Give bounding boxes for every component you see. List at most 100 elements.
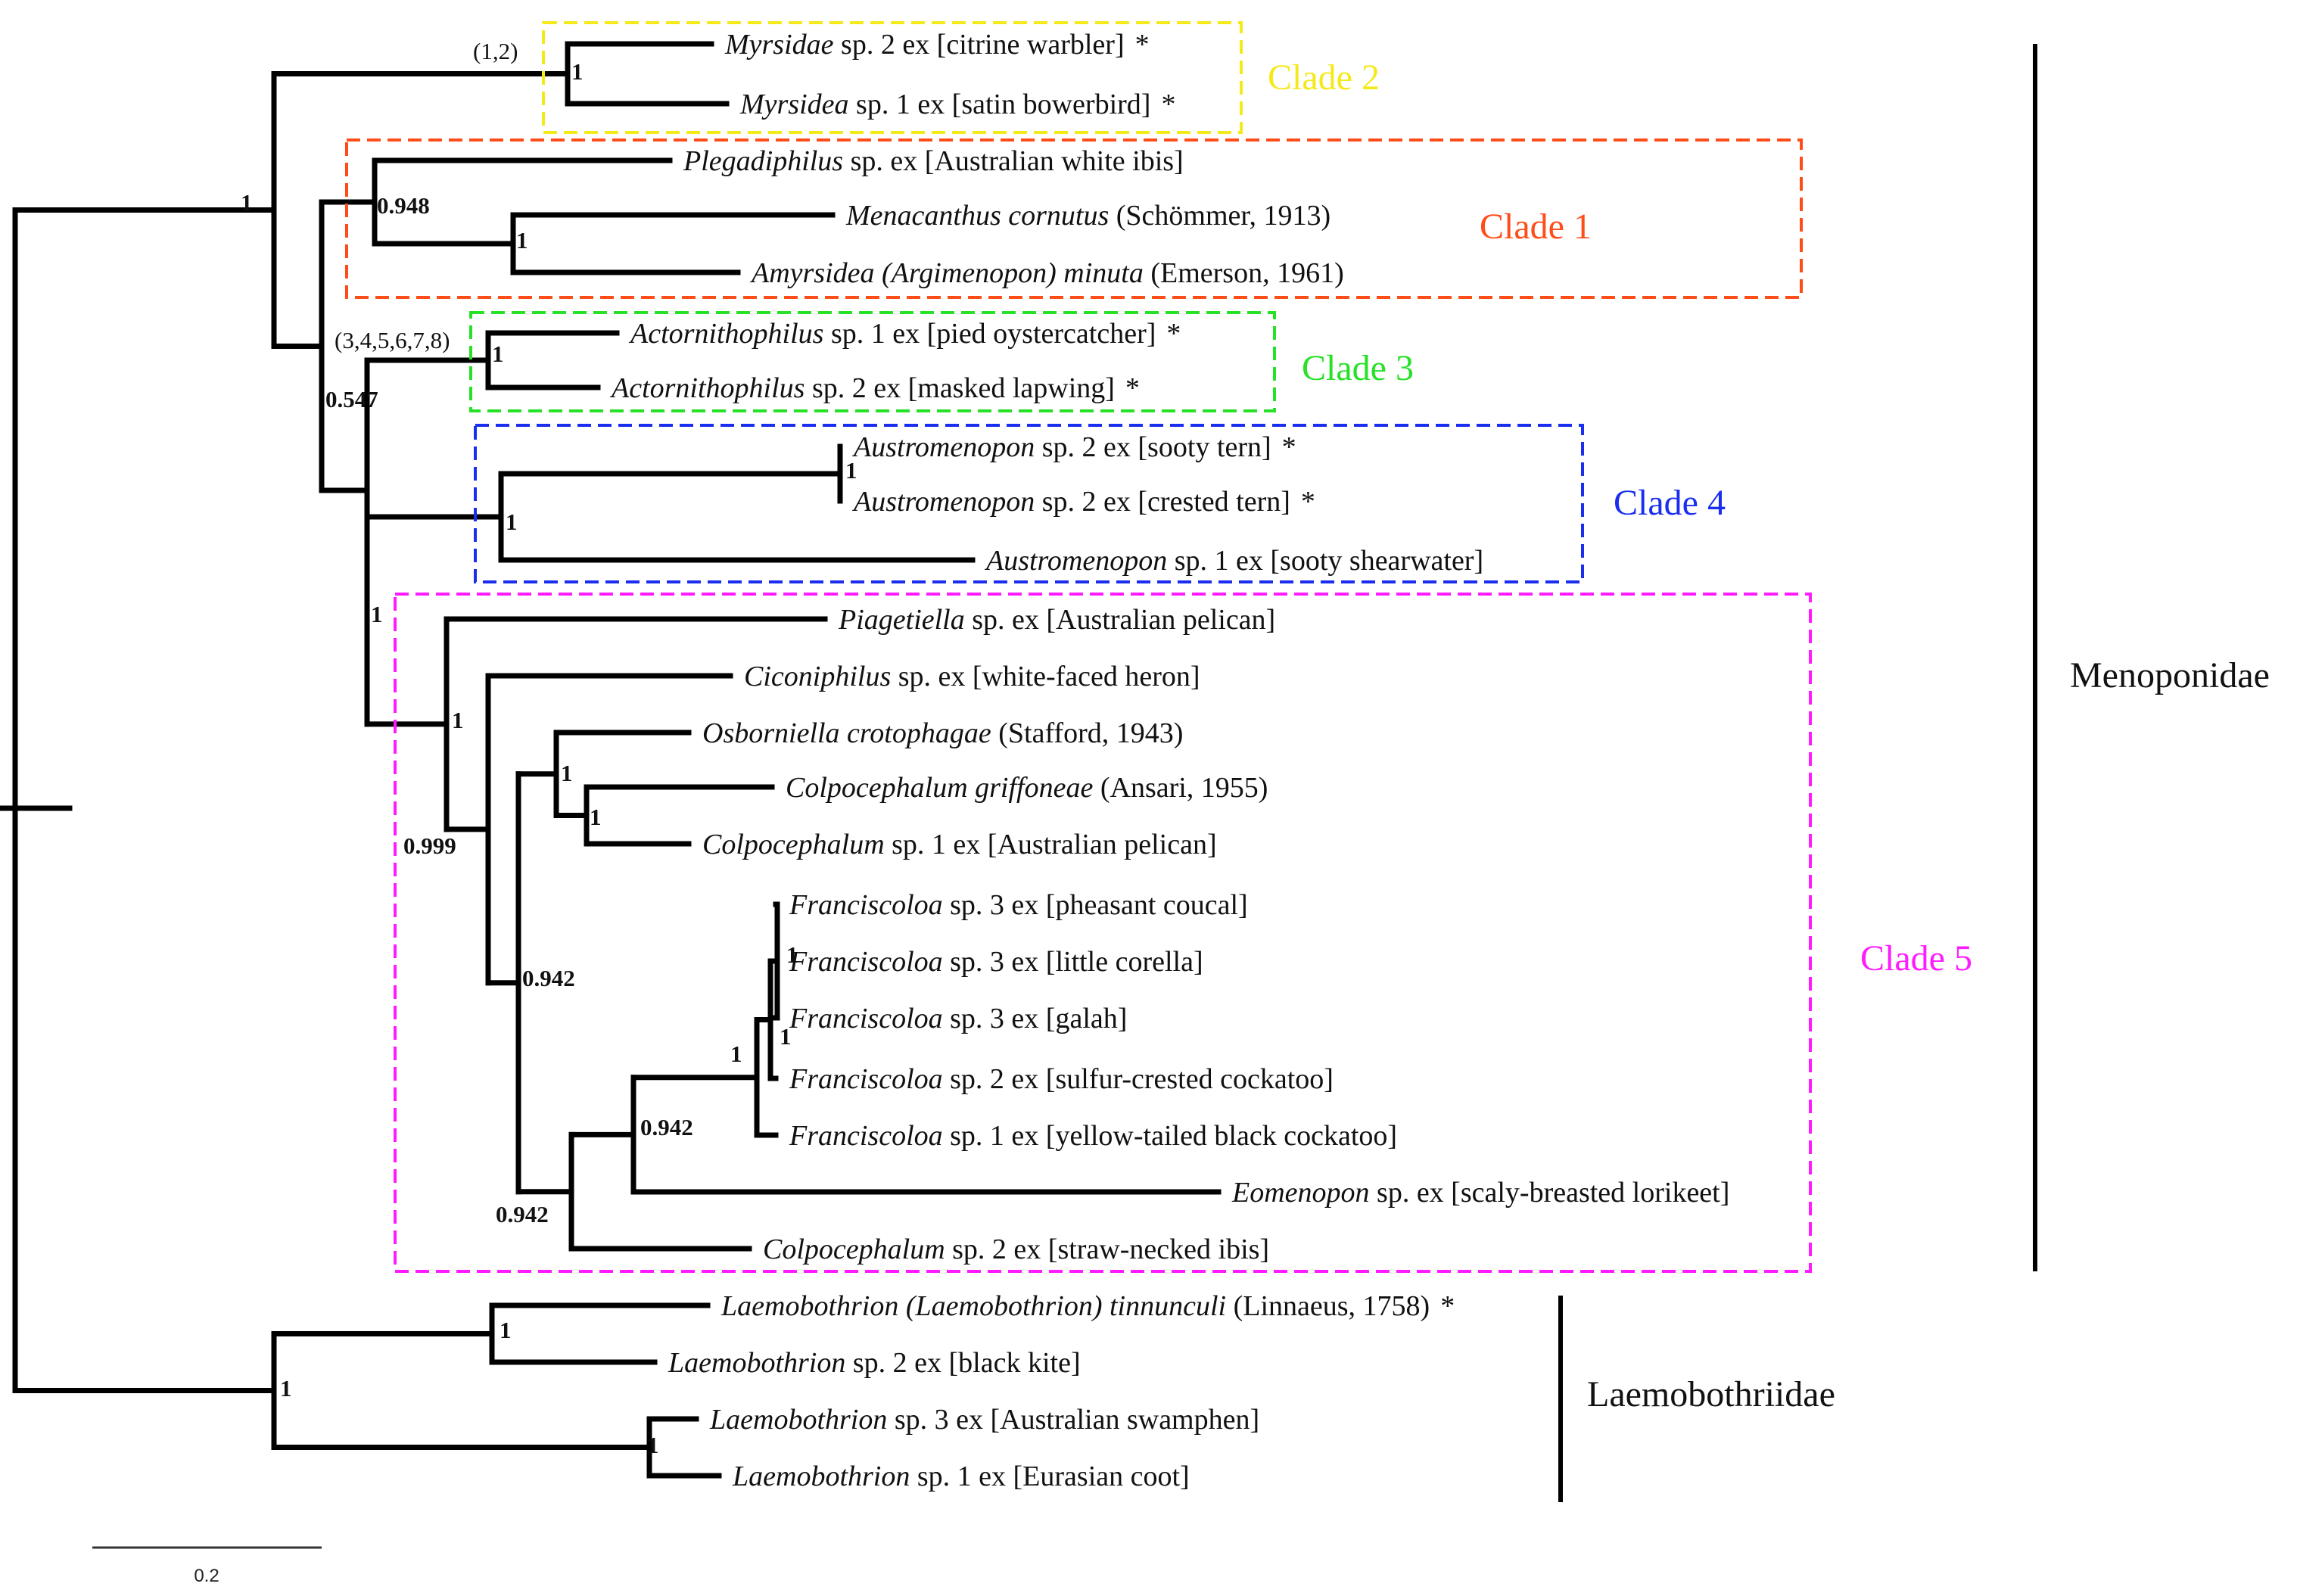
tip-label: Laemobothrion sp. 2 ex [black kite] [668, 1347, 1081, 1379]
scale-bar-label: 0.2 [194, 1566, 219, 1586]
tip-taxon-name: Piagetiella [838, 604, 965, 636]
tip-host-info: sp. 1 ex [pied oystercatcher] [823, 318, 1156, 350]
laemobothriidae-label: Laemobothriidae [1587, 1374, 1835, 1414]
tip-host-info: (Stafford, 1943) [991, 717, 1184, 749]
support-value: 1 [241, 189, 253, 216]
tip-taxon-name: Austromenopon [851, 431, 1035, 463]
tip-label: Laemobothrion (Laemobothrion) tinnunculi… [721, 1290, 1455, 1322]
support-value: 1 [730, 1041, 742, 1067]
asterisk-marker: * [1301, 486, 1315, 518]
tip-host-info: sp. ex [white-faced heron] [891, 661, 1200, 692]
clade1-box [345, 138, 1803, 299]
tip-label: Actornithophilus sp. 2 ex [masked lapwin… [609, 372, 1140, 404]
tip-host-info: sp. ex [Australian pelican] [965, 604, 1275, 636]
clade3-box [469, 311, 1276, 412]
tip-label: Myrsidae sp. 2 ex [citrine warbler] * [724, 29, 1150, 61]
tip-label: Myrsidea sp. 1 ex [satin bowerbird]* [739, 89, 1175, 120]
tip-taxon-name: Actornithophilus [628, 318, 823, 350]
support-value: 1 [500, 1317, 512, 1343]
asterisk-marker: * [1166, 318, 1181, 350]
tip-host-info: sp. 1 ex [satin bowerbird] [849, 89, 1151, 120]
support-value: 1 [571, 58, 584, 85]
asterisk-marker: * [1135, 29, 1150, 61]
asterisk-marker: * [1125, 372, 1140, 404]
clade2-position-note: (1,2) [473, 38, 518, 64]
clade1-label: Clade 1 [1480, 207, 1592, 247]
tip-taxon-name: Colpocephalum griffoneae [786, 772, 1093, 804]
support-value: 1 [492, 341, 504, 367]
asterisk-marker: * [1161, 89, 1175, 120]
tip-label: Colpocephalum griffoneae (Ansari, 1955) [786, 772, 1268, 804]
tip-taxon-name: Austromenopon [984, 545, 1167, 577]
tip-taxon-name: Amyrsidea (Argimenopon) minuta [749, 257, 1144, 289]
clade4-label: Clade 4 [1614, 483, 1726, 523]
support-value: 0.942 [640, 1114, 693, 1140]
tip-label: Franciscoloa sp. 3 ex [galah] [789, 1003, 1127, 1034]
tip-taxon-name: Franciscoloa [789, 1063, 943, 1095]
support-value: 0.948 [377, 192, 430, 219]
tip-host-info: sp. 2 ex [straw-necked ibis] [945, 1234, 1269, 1265]
support-value: 1 [786, 941, 798, 968]
tip-taxon-name: Colpocephalum [702, 829, 885, 860]
tip-host-info: sp. ex [scaly-breasted lorikeet] [1370, 1177, 1730, 1209]
tip-label: Franciscoloa sp. 2 ex [sulfur-crested co… [789, 1063, 1334, 1095]
tip-taxon-name: Myrsidae [724, 29, 834, 61]
tip-taxon-name: Plegadiphilus [683, 145, 843, 177]
clade5-label: Clade 5 [1860, 938, 1972, 978]
tip-label: Colpocephalum sp. 2 ex [straw-necked ibi… [763, 1234, 1269, 1265]
support-value: 1 [452, 707, 464, 733]
tip-host-info: (Emerson, 1961) [1144, 257, 1344, 289]
tip-label: Franciscoloa sp. 3 ex [little corella] [789, 946, 1203, 978]
support-value: 1 [561, 760, 573, 786]
tip-taxon-name: Menacanthus cornutus [845, 200, 1109, 232]
tip-label: Laemobothrion sp. 3 ex [Australian swamp… [709, 1404, 1259, 1436]
tip-label: Colpocephalum sp. 1 ex [Australian pelic… [702, 829, 1217, 860]
support-value: 1 [590, 804, 602, 830]
clade2-box [542, 21, 1243, 134]
tip-label: Menacanthus cornutus (Schömmer, 1913) [845, 200, 1331, 232]
clade2-label: Clade 2 [1268, 58, 1380, 98]
tip-taxon-name: Franciscoloa [789, 1120, 943, 1152]
support-value: 1 [371, 601, 383, 627]
tip-taxon-name: Eomenopon [1231, 1177, 1370, 1209]
support-value: 0.942 [496, 1201, 549, 1227]
tip-label: Osborniella crotophagae (Stafford, 1943) [702, 717, 1183, 749]
tip-taxon-name: Laemobothrion (Laemobothrion) tinnunculi [721, 1290, 1226, 1322]
tip-host-info: sp. 2 ex [crested tern] [1035, 486, 1290, 518]
tip-host-info: sp. ex [Australian white ibis] [843, 145, 1184, 177]
tip-host-info: sp. 3 ex [galah] [943, 1003, 1128, 1034]
tip-host-info: sp. 2 ex [citrine warbler] [834, 29, 1125, 61]
tip-label: Eomenopon sp. ex [scaly-breasted lorikee… [1231, 1177, 1729, 1209]
support-value: 1 [280, 1375, 292, 1402]
tip-host-info: sp. 3 ex [Australian swamphen] [887, 1404, 1259, 1436]
support-value: 0.547 [325, 386, 378, 412]
tip-taxon-name: Osborniella crotophagae [702, 717, 991, 749]
tip-label: Franciscoloa sp. 1 ex [yellow-tailed bla… [789, 1120, 1397, 1152]
support-value: 0.999 [403, 832, 456, 859]
tip-host-info: sp. 2 ex [sooty tern] [1035, 431, 1271, 463]
tip-host-info: sp. 1 ex [sooty shearwater] [1167, 545, 1483, 577]
tip-taxon-name: Franciscoloa [789, 1003, 943, 1034]
tip-label: Austromenopon sp. 2 ex [crested tern]* [851, 486, 1315, 518]
tip-taxon-name: Ciconiphilus [744, 661, 891, 692]
support-value: 1 [516, 227, 528, 254]
tip-host-info: sp. 2 ex [masked lapwing] [805, 372, 1114, 404]
asterisk-marker: * [1282, 431, 1296, 463]
tip-host-info: sp. 1 ex [Eurasian coot] [910, 1461, 1189, 1492]
menoponidae-label: Menoponidae [2070, 655, 2270, 695]
tip-host-info: (Schömmer, 1913) [1109, 200, 1331, 232]
tip-label: Austromenopon sp. 2 ex [sooty tern] * [851, 431, 1296, 463]
tip-label: Amyrsidea (Argimenopon) minuta (Emerson,… [749, 257, 1344, 289]
tip-taxon-name: Actornithophilus [609, 372, 805, 404]
clade3-label: Clade 3 [1302, 348, 1414, 388]
tip-label: Austromenopon sp. 1 ex [sooty shearwater… [984, 545, 1483, 577]
support-value: 0.942 [522, 965, 575, 991]
tip-taxon-name: Franciscoloa [789, 946, 943, 978]
clade5-box [394, 593, 1812, 1273]
tip-host-info: (Ansari, 1955) [1093, 772, 1268, 804]
tip-host-info: sp. 2 ex [black kite] [845, 1347, 1080, 1379]
support-value: 1 [780, 1023, 792, 1050]
tip-label: Ciconiphilus sp. ex [white-faced heron] [744, 661, 1200, 692]
tip-label: Actornithophilus sp. 1 ex [pied oysterca… [628, 318, 1181, 350]
tip-host-info: sp. 1 ex [yellow-tailed black cockatoo] [943, 1120, 1397, 1152]
